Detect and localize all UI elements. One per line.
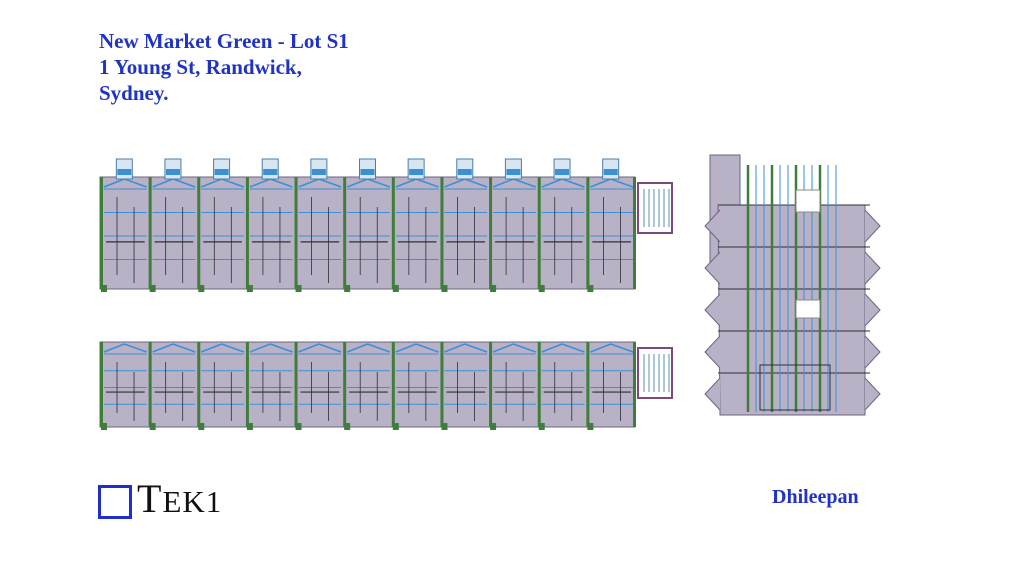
unit-module [197,342,245,430]
unit-module [148,342,196,430]
unit-module [489,342,536,430]
deck-box [637,347,673,399]
project-address: 1 Young St, Randwick, [99,55,302,79]
unit-module [343,158,391,292]
bay-window [864,293,881,327]
project-city: Sydney. [99,81,169,105]
unit-module [245,342,293,430]
window-opening [795,189,821,213]
unit-module [537,342,585,430]
unit-module [148,158,196,292]
unit-module [391,342,439,430]
side-elevation-plan [700,150,890,418]
window-opening [795,299,821,319]
unit-module [586,158,634,292]
unit-module [294,158,342,292]
bay-window [704,251,721,285]
bottom-terrace-plan [98,338,678,433]
project-title-block: New Market Green - Lot S1 1 Young St, Ra… [99,28,349,106]
ground-frame [759,364,831,411]
top-terrace-plan [98,155,678,295]
bay-window [704,209,721,243]
project-name: New Market Green - Lot S1 [99,29,349,53]
unit-module [294,342,342,430]
bay-window [704,377,721,411]
unit-module [391,158,439,292]
unit-module [489,158,536,292]
logo-square-icon [98,485,132,519]
floor-slab [99,176,636,290]
logo-wordmark: TEK1 [137,476,223,521]
unit-module [245,158,293,292]
unit-module [440,342,488,430]
bay-window [864,251,881,285]
bay-window [864,209,881,243]
bay-window [704,293,721,327]
unit-module [100,342,147,430]
unit-module [537,158,585,292]
floor-slab [99,341,636,428]
bay-window [864,377,881,411]
unit-module [197,158,245,292]
unit-module [100,158,147,292]
side-slab [717,204,866,416]
unit-module [343,342,391,430]
author-name: Dhileepan [772,486,859,508]
unit-module [586,342,634,430]
unit-module [440,158,488,292]
tek1-logo: TEK1 [98,478,222,522]
deck-box [637,182,673,234]
bay-window [864,335,881,369]
bay-window [704,335,721,369]
